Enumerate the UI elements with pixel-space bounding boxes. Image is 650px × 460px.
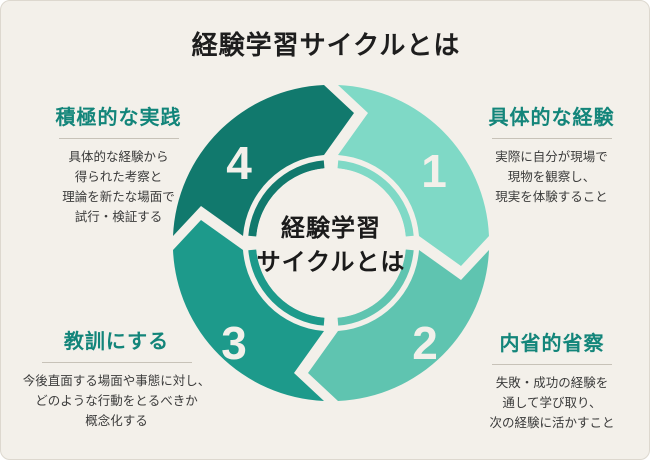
cycle-segment-2-shape — [308, 250, 489, 401]
label-heading-reflective-observation: 内省的省察 — [499, 333, 605, 355]
cycle-segment-1-shape — [338, 85, 489, 266]
label-description-lessons-learned: 今後直面する場面や事態に対し、 どのような行動をとるべきか 概念化する — [22, 374, 211, 428]
label-description-concrete-experience: 実際に自分が現場で 現物を観察し、 現実を体験すること — [495, 150, 608, 204]
segment-number-4: 4 — [226, 137, 252, 189]
label-divider — [491, 138, 612, 139]
label-divider — [492, 364, 612, 365]
label-divider — [58, 138, 179, 139]
cycle-diagram: 1 2 3 4 — [173, 85, 489, 401]
inner-ring-arc-4 — [248, 160, 325, 237]
label-block-lessons-learned: 教訓にする 今後直面する場面や事態に対し、 どのような行動をとるべきか 概念化す… — [9, 325, 224, 431]
segment-number-1: 1 — [421, 145, 447, 197]
label-heading-concrete-experience: 具体的な経験 — [488, 107, 615, 129]
cycle-center-label: 経験学習 サイクルとは — [231, 212, 431, 279]
cycle-segment-3-shape — [173, 220, 324, 401]
label-description-reflective-observation: 失敗・成功の経験を 通して学び取り、 次の経験に活かすこと — [489, 376, 615, 430]
segment-number-3: 3 — [221, 317, 247, 369]
center-label-line1: 経験学習 — [281, 215, 381, 242]
label-description-active-practice: 具体的な経験から 得られた考察と 理論を新たな場面で 試行・検証する — [62, 150, 175, 224]
center-disc — [256, 168, 406, 318]
inner-ring-arc-1 — [337, 160, 414, 237]
label-block-reflective-observation: 内省的省察 失敗・成功の経験を 通して学び取り、 次の経験に活かすこと — [447, 327, 649, 433]
label-block-active-practice: 積極的な実践 具体的な経験から 得られた考察と 理論を新たな場面で 試行・検証す… — [16, 101, 221, 227]
segment-number-2: 2 — [412, 317, 438, 369]
label-divider — [41, 362, 192, 363]
label-heading-lessons-learned: 教訓にする — [63, 331, 170, 353]
page-title: 経験学習サイクルとは — [191, 30, 461, 60]
inner-ring-arc-3 — [248, 249, 325, 326]
center-label-line2: サイクルとは — [256, 248, 406, 276]
inner-ring-arc-2 — [337, 249, 414, 326]
cycle-segment-4-shape — [173, 85, 354, 236]
label-heading-active-practice: 積極的な実践 — [55, 107, 182, 129]
label-block-concrete-experience: 具体的な経験 実際に自分が現場で 現物を観察し、 現実を体験すること — [449, 101, 649, 207]
